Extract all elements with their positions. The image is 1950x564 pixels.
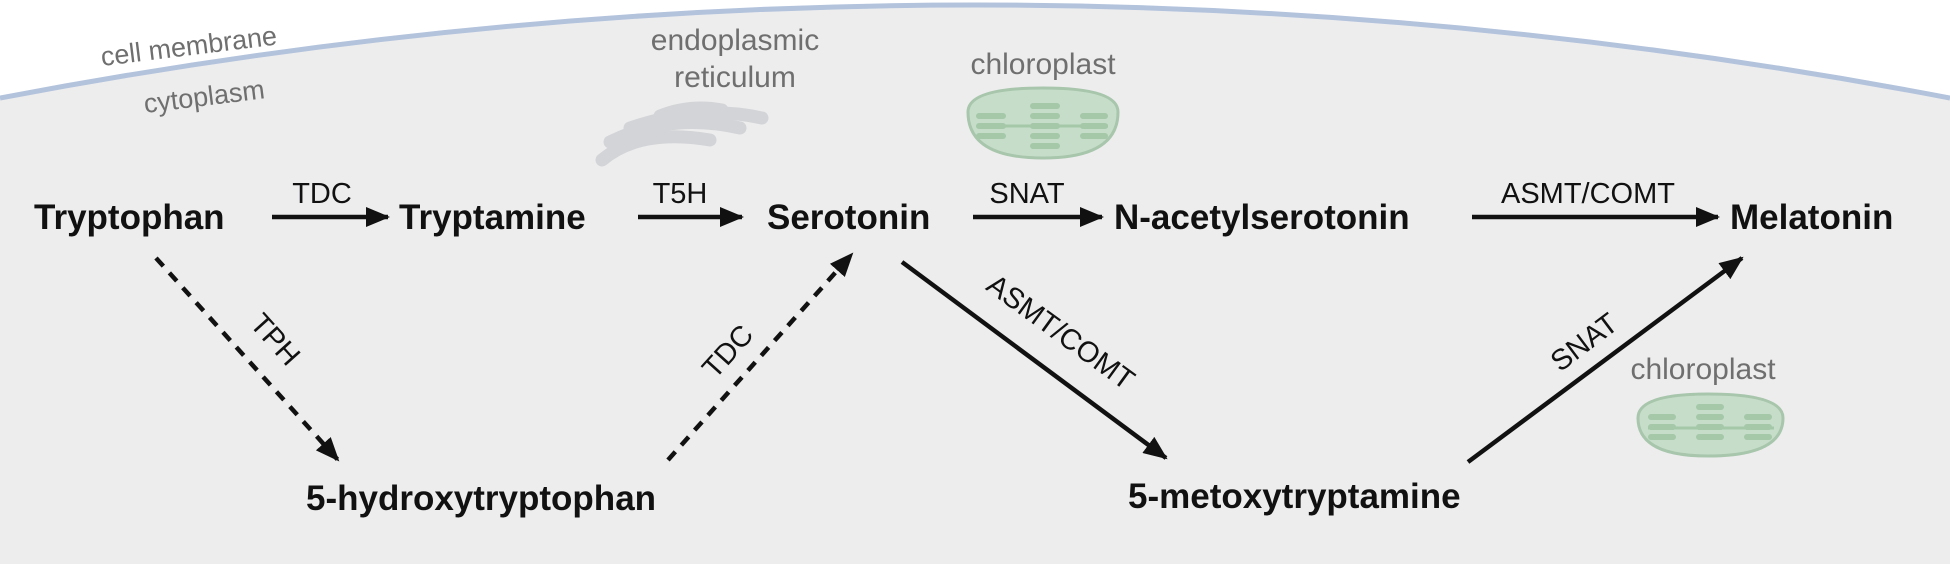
er-label-line1: endoplasmic xyxy=(651,24,819,57)
chloroplast-bottom-label: chloroplast xyxy=(1630,353,1776,386)
enzyme-label-tdc-top: TDC xyxy=(292,178,352,210)
melatonin-label: Melatonin xyxy=(1730,198,1893,237)
arrow-tryptophan-to-hydroxytryptophan xyxy=(154,256,340,462)
arrow-metoxytryptamine-to-melatonin xyxy=(1466,256,1744,464)
n-acetylserotonin-label: N-acetylserotonin xyxy=(1114,198,1410,237)
metoxytryptamine-label: 5-metoxytryptamine xyxy=(1128,477,1461,516)
enzyme-label-snat-top: SNAT xyxy=(989,178,1064,210)
arrow-serotonin-to-metoxytryptamine xyxy=(900,260,1168,460)
chloroplast-top-label: chloroplast xyxy=(970,48,1116,81)
cytoplasm-region xyxy=(0,5,1950,564)
serotonin-label: Serotonin xyxy=(767,198,930,237)
endoplasmic-reticulum-icon xyxy=(595,101,769,167)
enzyme-label-t5h: T5H xyxy=(653,178,708,210)
chloroplast-bottom-icon xyxy=(1636,392,1785,458)
tryptophan-label: Tryptophan xyxy=(34,198,225,237)
chloroplast-top-icon xyxy=(966,86,1120,160)
cell-membrane xyxy=(0,2,1950,101)
enzyme-label-asmt-comt-top: ASMT/COMT xyxy=(1501,178,1675,210)
hydroxytryptophan-label: 5-hydroxytryptophan xyxy=(306,479,656,518)
tryptamine-label: Tryptamine xyxy=(399,198,586,237)
arrow-hydroxytryptophan-to-serotonin xyxy=(666,252,854,462)
er-label-line2: reticulum xyxy=(674,61,796,94)
